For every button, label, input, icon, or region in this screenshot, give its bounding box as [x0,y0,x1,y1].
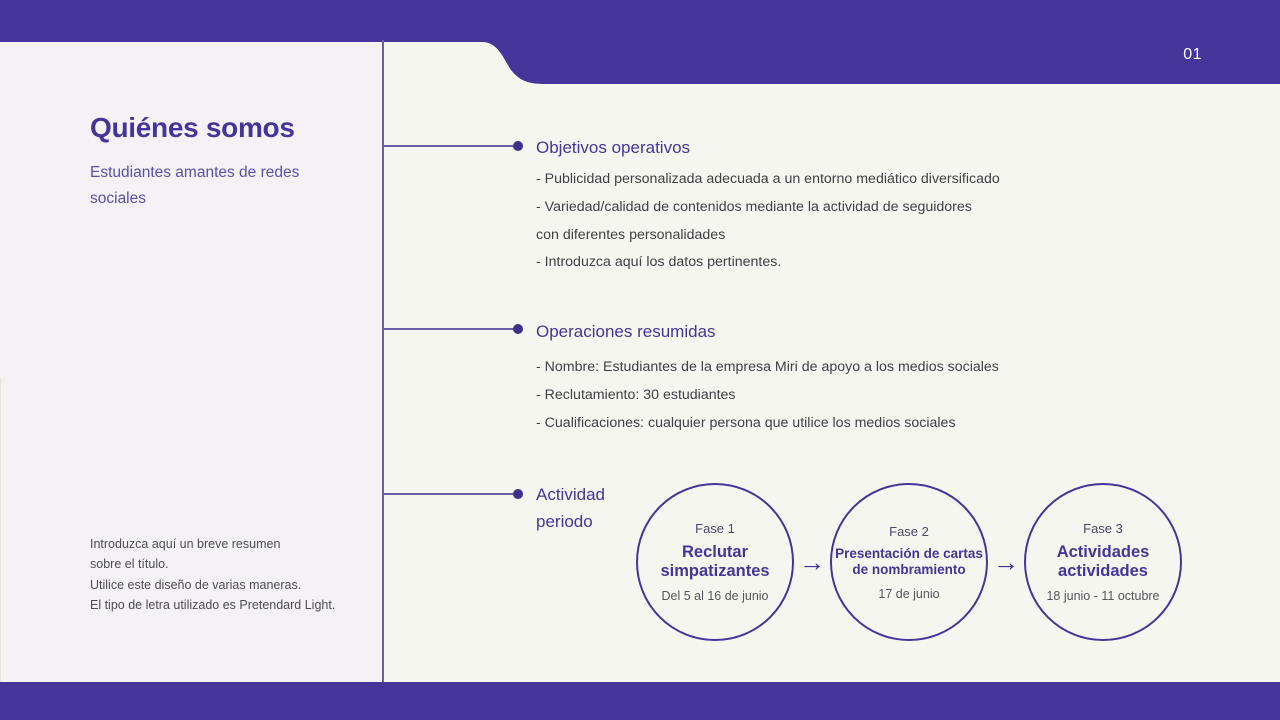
section-line: - Introduzca aquí los datos pertinentes. [536,254,782,271]
phase-label: Fase 1 [695,521,735,536]
section-heading-objetivos: Objetivos operativos [536,138,691,157]
section-body-objetivos: - Publicidad personalizada adecuada a un… [536,166,1000,277]
section-body-operaciones: - Nombre: Estudiantes de la empresa Miri… [536,354,999,437]
summary-line: Utilice este diseño de varias maneras. [90,577,302,592]
section-line: - Cualificaciones: cualquier persona que… [536,414,956,431]
connector-dot-1 [513,141,523,151]
phase-circle-1[interactable]: Fase 1 Reclutar simpatizantes Del 5 al 1… [636,483,794,641]
phase-circle-2[interactable]: Fase 2 Presentación de cartas de nombram… [830,483,988,641]
section-line: - Reclutamiento: 30 estudiantes [536,386,736,403]
connector-line-3 [383,489,523,499]
connector-dot-2 [513,324,523,334]
top-purple-band [0,0,1280,84]
page-title: Quiénes somos [90,112,295,143]
section-line: - Publicidad personalizada adecuada a un… [536,171,1000,187]
phase-label: Fase 2 [889,523,929,539]
connector-line-1 [383,141,523,151]
page-number: 01 [1183,46,1202,63]
phase-circle-3[interactable]: Fase 3 Actividades actividades 18 junio … [1024,483,1182,641]
phase-label: Fase 3 [1083,521,1123,536]
phase-date: Del 5 al 16 de junio [661,589,769,603]
section-line: - Variedad/calidad de contenidos mediant… [536,198,972,215]
arrow-right-icon: → [993,547,1019,577]
phase-date: 17 de junio [878,586,940,601]
left-accent-strip [0,378,4,682]
phase-timeline: Fase 1 Reclutar simpatizantes Del 5 al 1… [636,483,1182,641]
summary-line: sobre el título. [90,557,169,572]
phase-title: Reclutar simpatizantes [660,543,770,580]
section-heading-actividad: Actividad periodo [536,485,605,531]
phase-title: Presentación de cartas de nombramiento [835,545,983,578]
phase-title: Actividades actividades [1056,543,1150,580]
arrow-right-icon: → [799,547,825,577]
summary-text: Introduzca aquí un breve resumen sobre e… [90,534,390,615]
page-subtitle: Estudiantes amantes de redes sociales [90,164,300,207]
summary-line: Introduzca aquí un breve resumen [90,537,281,551]
bottom-purple-bar [0,682,1280,720]
left-panel [0,0,384,720]
summary-line: El tipo de letra utilizado es Pretendard… [90,597,336,612]
phase-date: 18 junio - 11 octubre [1046,589,1160,603]
vertical-divider [382,40,384,682]
connector-dot-3 [513,489,523,499]
section-line: - Nombre: Estudiantes de la empresa Miri… [536,359,999,375]
connector-line-2 [383,324,523,334]
section-line: con diferentes personalidades [536,226,726,243]
section-heading-operaciones: Operaciones resumidas [536,322,716,341]
